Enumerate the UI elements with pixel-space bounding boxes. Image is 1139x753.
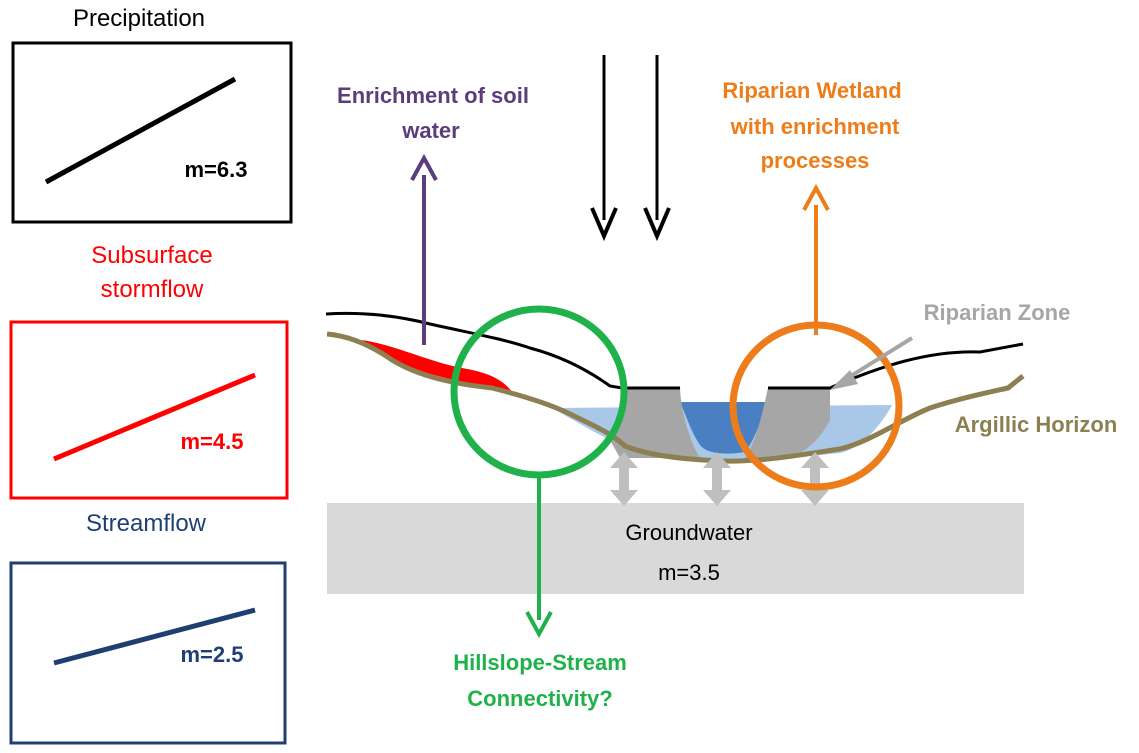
wetland-circle bbox=[729, 321, 903, 491]
riparian-block-right bbox=[745, 388, 830, 458]
subsurface-stormflow-lens bbox=[362, 340, 512, 392]
wetland-label-line3: processes bbox=[761, 148, 870, 173]
connectivity-arrow-head bbox=[525, 611, 553, 639]
precipitation-slope-line bbox=[44, 76, 237, 185]
groundwater-exchange-arrows bbox=[610, 452, 829, 506]
subsurface-title-line1: Subsurface bbox=[91, 242, 212, 269]
enrichment-label-line1: Enrichment of soil bbox=[337, 83, 529, 108]
groundwater-slope-label: m=3.5 bbox=[658, 560, 720, 585]
precip-arrow-left-head bbox=[590, 207, 618, 242]
wetland-label-line1: Riparian Wetland bbox=[722, 78, 901, 103]
subsurface-panel bbox=[9, 320, 289, 500]
streamflow-slope-label: m=2.5 bbox=[181, 642, 244, 667]
exchange-arrow-middle bbox=[703, 452, 731, 506]
precip-arrow-right-head bbox=[643, 207, 671, 242]
streamflow-title: Streamflow bbox=[86, 510, 207, 537]
connectivity-circle bbox=[450, 305, 628, 479]
riparian-zone-pointer-head bbox=[830, 370, 858, 390]
exchange-arrow-right bbox=[801, 452, 829, 506]
subsurface-slope-label: m=4.5 bbox=[181, 429, 244, 454]
riparian-block-left bbox=[610, 388, 700, 458]
stream-channel-water bbox=[680, 402, 770, 454]
precipitation-title: Precipitation bbox=[73, 5, 205, 32]
precipitation-slope-label: m=6.3 bbox=[185, 157, 248, 182]
enrichment-label-line2: water bbox=[401, 118, 460, 143]
connectivity-label-line2: Connectivity? bbox=[467, 686, 612, 711]
connectivity-label-line1: Hillslope-Stream bbox=[453, 650, 627, 675]
exchange-arrow-left bbox=[610, 452, 638, 506]
argillic-horizon-line bbox=[326, 331, 1025, 464]
enrichment-arrow-head bbox=[410, 153, 438, 181]
subsurface-title-line2: stormflow bbox=[101, 276, 204, 303]
groundwater-label: Groundwater bbox=[625, 520, 752, 545]
streamflow-panel bbox=[9, 561, 287, 745]
groundwater-band bbox=[327, 503, 1024, 594]
argillic-horizon-label: Argillic Horizon bbox=[955, 412, 1118, 437]
wetland-arrow-head bbox=[802, 183, 830, 211]
precipitation-panel bbox=[11, 41, 293, 224]
riparian-zone-label: Riparian Zone bbox=[924, 300, 1071, 325]
subsurface-slope-line bbox=[53, 372, 256, 462]
wetland-label-line2: with enrichment bbox=[730, 114, 900, 139]
streamflow-slope-line bbox=[53, 607, 256, 666]
